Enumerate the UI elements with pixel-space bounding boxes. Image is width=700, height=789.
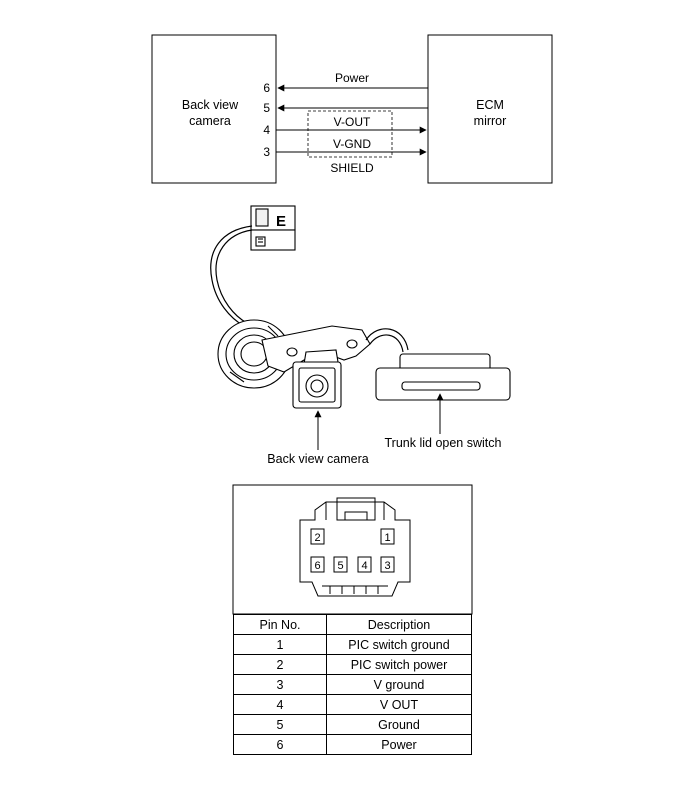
camera-box xyxy=(151,34,277,184)
ecm-mirror-box xyxy=(427,34,553,184)
description-cell: V ground xyxy=(326,674,472,695)
trunk-switch-body xyxy=(375,353,511,401)
pin-label-6: 6 xyxy=(263,81,270,95)
pin-no-cell: 3 xyxy=(233,674,327,695)
pin-no-cell: 5 xyxy=(233,714,327,735)
pin-number-1: 1 xyxy=(384,532,390,544)
wire-label-v-gnd: V-GND xyxy=(333,137,371,151)
pin-cell-2 xyxy=(310,528,325,545)
connector-latch xyxy=(336,497,376,521)
description-cell: Ground xyxy=(326,714,472,735)
pin-number-5: 5 xyxy=(337,560,343,572)
switch-cable-inner xyxy=(369,334,404,353)
pin-no-cell: 1 xyxy=(233,634,327,655)
camera-box-label-line2: camera xyxy=(189,114,231,128)
pin-cell-1 xyxy=(380,528,395,545)
description-cell: Power xyxy=(326,734,472,755)
shield-label: SHIELD xyxy=(330,161,374,175)
ecm-box-label-line2: mirror xyxy=(474,114,507,128)
camera-assembly-illustration: E xyxy=(210,205,511,466)
table-row: 5 Ground xyxy=(233,714,472,735)
connector-letter: E xyxy=(276,213,286,230)
wire-label-v-out: V-OUT xyxy=(334,115,371,129)
pin-cell-6 xyxy=(310,556,325,573)
table-row: 2 PIC switch power xyxy=(233,654,472,675)
switch-callout-label: Trunk lid open switch xyxy=(385,436,502,450)
switch-cable-outer xyxy=(365,328,409,351)
camera-body xyxy=(292,349,342,409)
pin-number-2: 2 xyxy=(314,532,320,544)
pin-no-cell: 4 xyxy=(233,694,327,715)
ecm-box-label-line1: ECM xyxy=(476,98,504,112)
pin-description-table: Pin No. Description 1 PIC switch ground … xyxy=(233,614,472,755)
harness-connector: E xyxy=(250,205,296,251)
camera-cable-outer xyxy=(210,225,253,327)
table-row: 1 PIC switch ground xyxy=(233,634,472,655)
connector-pin-view: 2 1 6 5 4 3 xyxy=(232,484,473,615)
camera-cable-inner xyxy=(215,229,253,324)
header-description: Description xyxy=(326,614,472,635)
pin-no-cell: 2 xyxy=(233,654,327,675)
pin-cell-4 xyxy=(357,556,372,573)
table-row: 3 V ground xyxy=(233,674,472,695)
pin-label-3: 3 xyxy=(263,145,270,159)
mounting-bracket xyxy=(261,325,371,373)
camera-box-label-line1: Back view xyxy=(182,98,239,112)
shield-box xyxy=(307,110,393,158)
connector-housing xyxy=(299,501,411,597)
pin-label-4: 4 xyxy=(263,123,270,137)
pin-number-6: 6 xyxy=(314,560,320,572)
pin-cell-5 xyxy=(333,556,348,573)
description-cell: PIC switch power xyxy=(326,654,472,675)
camera-callout-label: Back view camera xyxy=(267,452,368,466)
wire-label-power: Power xyxy=(335,71,369,85)
description-cell: PIC switch ground xyxy=(326,634,472,655)
connector-frame xyxy=(232,484,473,615)
table-row: 6 Power xyxy=(233,734,472,755)
table-row: 4 V OUT xyxy=(233,694,472,715)
wiring-schematic: Back view camera ECM mirror 6 5 4 3 Powe… xyxy=(151,34,553,184)
description-cell: V OUT xyxy=(326,694,472,715)
header-pin-no: Pin No. xyxy=(233,614,327,635)
pin-label-5: 5 xyxy=(263,101,270,115)
pin-cell-3 xyxy=(380,556,395,573)
pin-no-cell: 6 xyxy=(233,734,327,755)
pin-number-4: 4 xyxy=(361,560,367,572)
pin-number-3: 3 xyxy=(384,560,390,572)
table-header-row: Pin No. Description xyxy=(233,614,472,635)
